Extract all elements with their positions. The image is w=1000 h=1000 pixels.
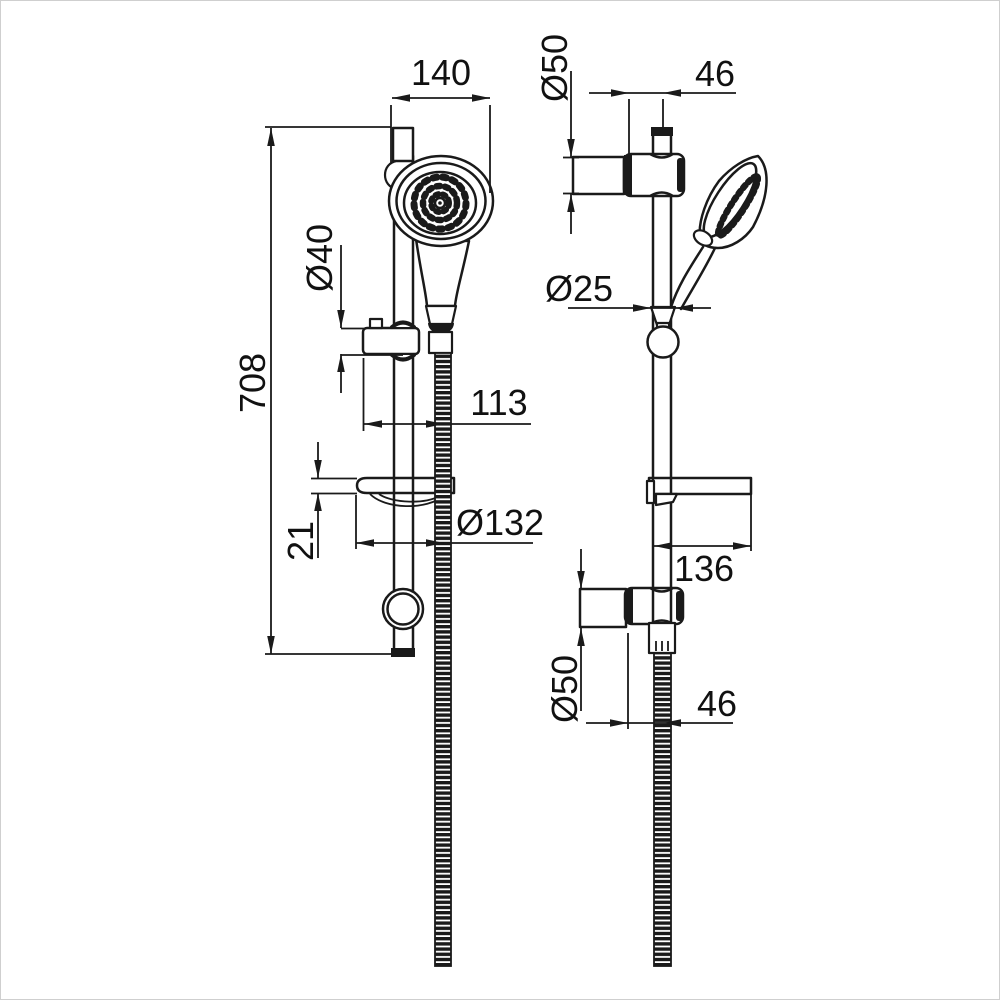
grip-ring-bottom: [390, 353, 416, 362]
slider-grip-ball: [646, 325, 680, 359]
shower-hose-front: [434, 352, 452, 967]
nozzle-ring-inner: [428, 191, 452, 215]
rail-bottom-cap: [391, 648, 415, 657]
front-view: 140 708 Ø40 113: [232, 52, 544, 967]
handle-outlet-cone: [424, 304, 458, 326]
hand-shower-side: [646, 154, 768, 359]
holder-body: [361, 326, 421, 356]
nozzle-ring-outer: [410, 173, 470, 233]
side-view: Ø50 46 Ø25 136 Ø50: [534, 34, 768, 967]
dim-bottom-wall-offset: 46: [586, 633, 737, 729]
collar-entry-arc-top: [649, 153, 674, 159]
handle-end-cap: [692, 229, 714, 247]
dim-grip-diameter: Ø40: [299, 224, 403, 393]
top-bracket-side: [571, 152, 686, 198]
dim-label-d50-top: Ø50: [534, 34, 575, 102]
soap-dish-side: [645, 476, 753, 507]
dim-head-width: 140: [390, 52, 491, 193]
dim-top-wall-offset: 46: [589, 53, 736, 156]
dim-dish-rim-height: 21: [280, 442, 357, 561]
nozzle-ring-middle: [419, 182, 461, 224]
shower-hose-side: [647, 621, 677, 967]
shower-head-front: [387, 154, 495, 248]
slide-rail-side: [649, 127, 674, 625]
rail-top-cap-side: [651, 127, 673, 136]
head-center: [433, 196, 447, 210]
dim-label-46-bottom: 46: [697, 683, 737, 724]
handle-edge-inner: [679, 246, 717, 311]
dim-label-46-top: 46: [695, 53, 735, 94]
collar-exit-arc-top: [649, 191, 674, 197]
dim-label-d25: Ø25: [545, 268, 613, 309]
dim-label-140: 140: [411, 52, 471, 93]
dim-bottom-bracket-diameter: Ø50: [544, 549, 585, 723]
dim-label-d40: Ø40: [299, 224, 340, 292]
handle-edge-outer: [669, 245, 705, 309]
dim-rail-length: 708: [232, 126, 413, 655]
rail-top-cap: [391, 126, 415, 163]
slider-holder-front: [361, 317, 421, 362]
grip-ring-top: [390, 320, 416, 329]
dish-bottom-wedge: [654, 492, 679, 507]
holder-release-tab: [368, 317, 384, 330]
spray-face-rim: [402, 170, 478, 236]
nozzle-band-side: [714, 173, 762, 239]
hand-shower-handle-front: [414, 237, 471, 355]
dim-handle-diameter: Ø25: [545, 268, 711, 312]
dim-dish-depth: 136: [654, 495, 752, 589]
dim-dish-diameter: Ø132: [355, 495, 544, 549]
hose-ferrule-front: [427, 330, 454, 355]
dim-label-708: 708: [232, 353, 273, 413]
bottom-bracket-front: [381, 587, 425, 631]
collar-entry-arc-bottom: [649, 587, 674, 593]
dim-slider-offset: 113: [362, 358, 531, 431]
dim-label-21: 21: [280, 521, 321, 561]
dim-top-bracket-diameter: Ø50: [534, 34, 579, 234]
dim-label-113: 113: [470, 382, 527, 423]
dim-label-136: 136: [674, 548, 734, 589]
dim-label-d50-bottom: Ø50: [544, 655, 585, 723]
dim-label-d132: Ø132: [456, 502, 544, 543]
